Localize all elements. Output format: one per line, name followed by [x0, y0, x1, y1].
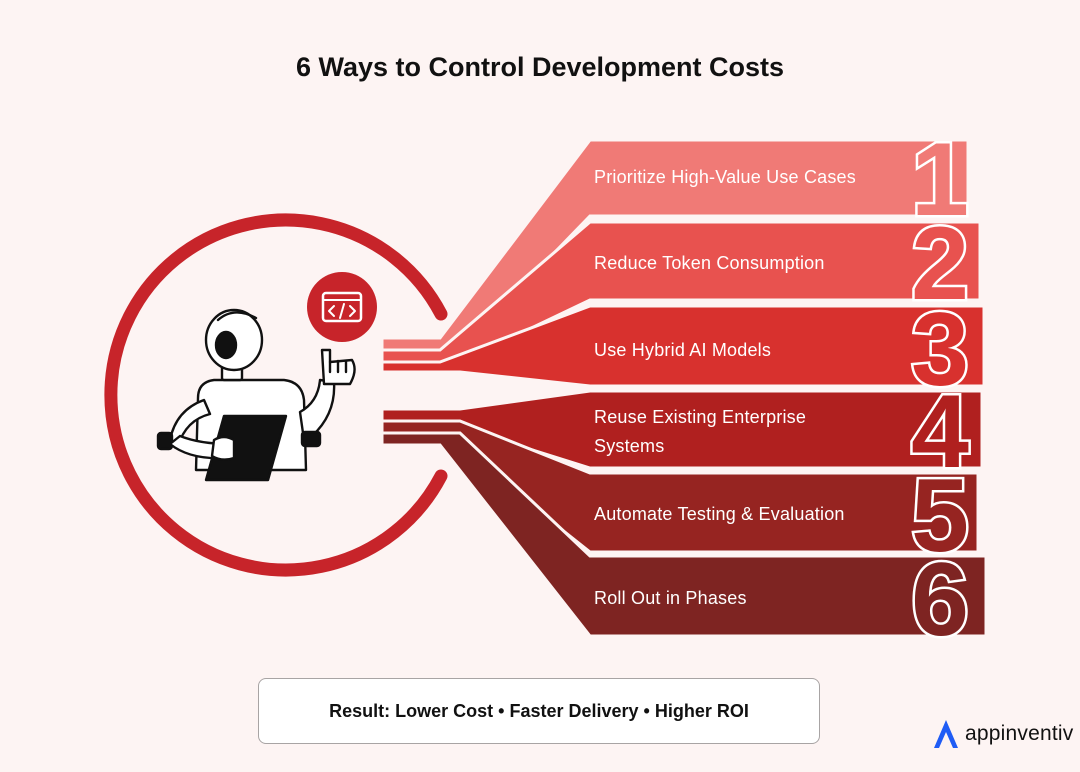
ribbon-band-3 — [380, 304, 986, 388]
code-brackets-icon — [307, 272, 377, 342]
robot-illustration-icon — [156, 308, 356, 482]
step-number-4: 4 — [911, 374, 969, 490]
brand-name: appinventiv — [965, 722, 1074, 745]
step-number-6: 6 — [911, 542, 969, 658]
item-label-2: Reduce Token Consumption — [594, 253, 825, 273]
ribbon-band-6 — [380, 431, 988, 638]
ring-arc — [104, 213, 448, 577]
item-label-4: Reuse Existing Enterprise Systems — [594, 407, 807, 456]
item-label-1: Prioritize High-Value Use Cases — [594, 167, 856, 187]
result-text: Result: Lower Cost • Faster Delivery • H… — [329, 700, 749, 721]
result-box: Result: Lower Cost • Faster Delivery • H… — [258, 678, 820, 744]
page-title: 6 Ways to Control Development Costs — [295, 52, 785, 82]
step-number-5: 5 — [911, 458, 969, 574]
ribbon-group — [380, 138, 988, 638]
brand-logo: appinventiv — [933, 718, 1073, 750]
appinventiv-logo-icon — [934, 720, 958, 748]
step-number-3: 3 — [911, 292, 969, 408]
step-number-1: 1 — [911, 122, 969, 238]
item-label-6: Roll Out in Phases — [594, 588, 747, 608]
step-number-2: 2 — [911, 206, 969, 322]
item-label-3: Use Hybrid AI Models — [594, 340, 772, 360]
item-label-5: Automate Testing & Evaluation — [594, 504, 845, 524]
